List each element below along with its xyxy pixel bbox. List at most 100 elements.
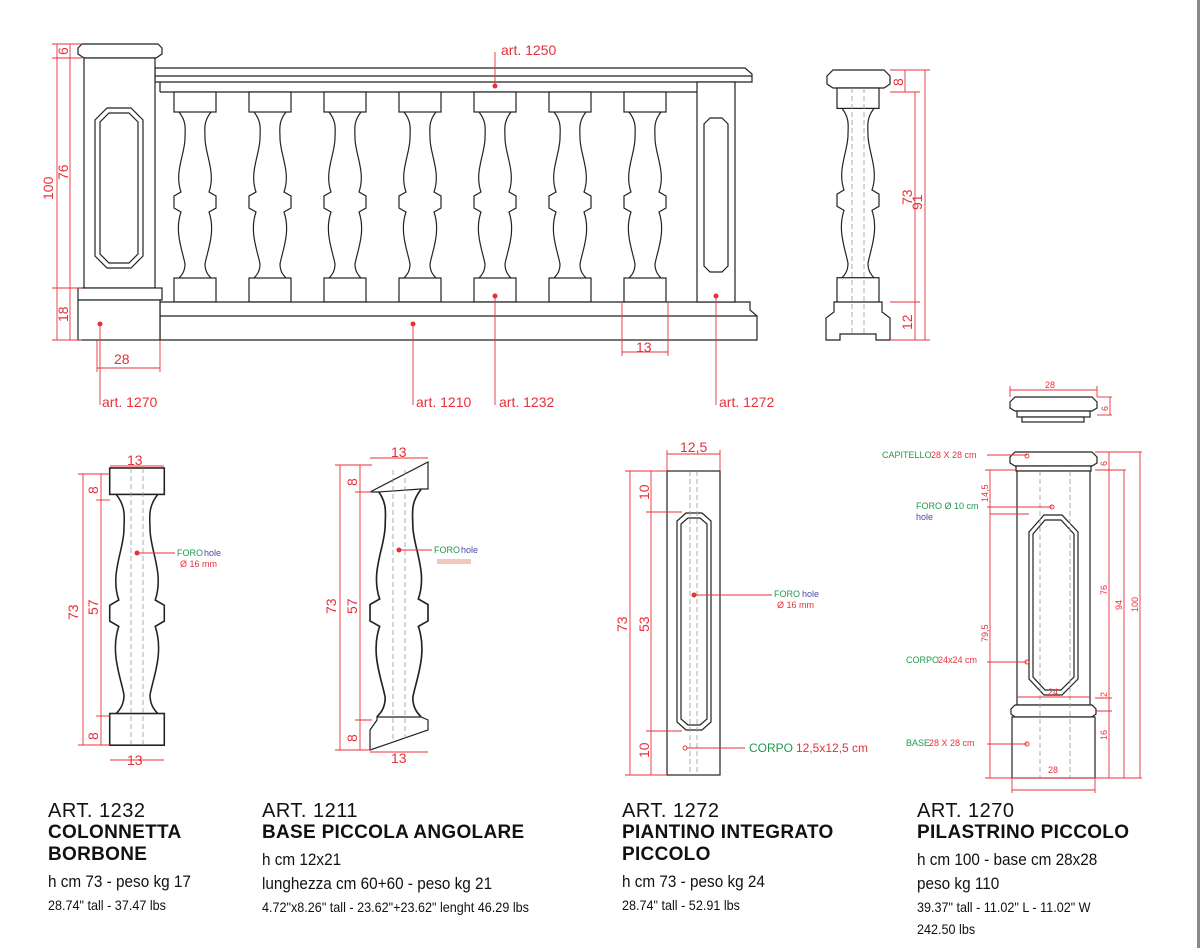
hole-label: hole — [204, 548, 221, 558]
dim-cap-height: 6 — [1100, 406, 1110, 411]
capitello-size: 28 X 28 cm — [931, 450, 977, 460]
hole-label: hole — [802, 589, 819, 599]
top-rail — [154, 67, 753, 83]
dim-top-width: 13 — [391, 444, 407, 460]
foro-label: FORO — [177, 548, 203, 558]
dim-base: 18 — [55, 306, 71, 322]
product-art: ART. 1270 — [917, 800, 1015, 822]
product-art: ART. 1232 — [48, 800, 146, 822]
corpo-size: 24x24 cm — [938, 655, 977, 665]
dim-top: 10 — [636, 484, 652, 500]
dim-bottom: 8 — [85, 732, 101, 740]
label-art-1210: art. 1210 — [416, 394, 471, 410]
detail-1232: 13 8 73 57 8 13 FORO hole Ø 16 mm — [65, 452, 221, 768]
side-dim-total: 91 — [909, 194, 925, 210]
dim-total: 73 — [323, 598, 339, 614]
side-dim-body: 73 — [899, 189, 915, 205]
side-dim-cap: 8 — [890, 78, 906, 86]
product-spec: h cm 73 - peso kg 24 — [622, 872, 765, 891]
label-art-1270: art. 1270 — [102, 394, 157, 410]
side-view: 8 73 91 12 — [825, 69, 930, 341]
dim-width: 28 — [114, 351, 130, 367]
product-imperial: 28.74" tall - 37.47 lbs — [48, 897, 166, 913]
dim-total: 100 — [1130, 597, 1140, 612]
product-1272: ART. 1272 PIANTINO INTEGRATO PICCOLO h c… — [622, 800, 834, 916]
dim-middle: 53 — [636, 616, 652, 632]
product-1270: ART. 1270 PILASTRINO PICCOLO h cm 100 - … — [917, 800, 1129, 940]
dim-foro-offset: 14,5 — [980, 484, 990, 502]
detail-1211: 13 8 73 57 8 13 FORO hole — [323, 444, 478, 766]
dim-body: 76 — [1099, 585, 1109, 595]
balusters — [174, 92, 666, 302]
product-title: PILASTRINO PICCOLO — [917, 822, 1130, 843]
foro-label: FORO Ø 10 cm — [916, 501, 979, 511]
hole-diameter: Ø 16 mm — [777, 600, 814, 610]
base-label: BASE — [906, 738, 930, 748]
product-spec: peso kg 110 — [917, 874, 1000, 893]
product-imperial-weight: 242.50 lbs — [917, 921, 976, 937]
dim-base-width: 28 — [1048, 765, 1058, 775]
dim-total: 73 — [65, 604, 81, 620]
hole-label: hole — [461, 545, 478, 555]
foro-label: FORO — [774, 589, 800, 599]
dim-bottom-width: 13 — [391, 750, 407, 766]
label-art-1250: art. 1250 — [501, 42, 556, 58]
capitello-label: CAPITELLO — [882, 450, 932, 460]
hole-label: hole — [916, 512, 933, 522]
dim-bottom: 8 — [344, 734, 360, 742]
detail-1270: 28 6 6 14,5 76 94 100 79,5 24 2 16 28 CA… — [882, 380, 1142, 793]
product-1232: ART. 1232 COLONNETTA BORBONE h cm 73 - p… — [48, 800, 207, 916]
pillar-1270 — [77, 43, 163, 341]
product-1211: ART. 1211 BASE PICCOLA ANGOLARE h cm 12x… — [262, 800, 559, 918]
dim-shaft: 76 — [55, 164, 71, 180]
dim-lower: 79,5 — [980, 624, 990, 642]
product-imperial: 4.72"x8.26" tall - 23.62"+23.62" lenght … — [262, 899, 529, 915]
corpo-label: CORPO — [749, 741, 793, 755]
corpo-size: 12,5x12,5 cm — [796, 741, 868, 755]
product-title: PIANTINO INTEGRATO — [622, 822, 834, 843]
dim-cap-width: 28 — [1045, 380, 1055, 390]
dim-width: 12,5 — [680, 439, 707, 455]
product-spec-height: h cm 12x21 — [262, 850, 342, 869]
label-art-1232: art. 1232 — [499, 394, 554, 410]
product-imperial: 39.37" tall - 11.02" L - 11.02" W — [917, 899, 1091, 915]
page-edge — [1197, 0, 1200, 948]
dim-bottom-width: 13 — [127, 752, 143, 768]
corpo-label: CORPO — [906, 655, 939, 665]
balustrade-elevation: art. 1250 art. 1270 art. 1210 art. 1232 … — [40, 42, 774, 410]
product-title-line2: PICCOLO — [622, 844, 711, 865]
base-size: 28 X 28 cm — [929, 738, 975, 748]
label-art-1272: art. 1272 — [719, 394, 774, 410]
product-imperial: 28.74" tall - 52.91 lbs — [622, 897, 740, 913]
dim-middle: 57 — [85, 599, 101, 615]
product-spec: lunghezza cm 60+60 - peso kg 21 — [262, 874, 493, 893]
product-title: BASE PICCOLA ANGOLARE — [262, 822, 525, 843]
dim-total: 100 — [40, 176, 56, 200]
dim-gap: 2 — [1099, 692, 1109, 697]
hole-diameter: Ø 16 mm — [180, 559, 217, 569]
product-spec: h cm 73 - peso kg 17 — [48, 872, 191, 891]
product-spec-height: h cm 100 - base cm 28x28 — [917, 850, 1098, 869]
dim-middle: 57 — [344, 598, 360, 614]
side-dim-base: 12 — [899, 314, 915, 330]
dim-94: 94 — [1114, 600, 1124, 610]
dim-body-width: 24 — [1048, 687, 1058, 697]
blurred-text — [437, 559, 471, 564]
dim-top: 8 — [85, 486, 101, 494]
product-title-line2: BORBONE — [48, 844, 148, 865]
dim-total: 73 — [614, 616, 630, 632]
product-title: COLONNETTA — [48, 822, 182, 843]
dim-top: 8 — [344, 478, 360, 486]
detail-1272: 12,5 10 73 53 10 FORO hole Ø 16 mm CORPO… — [614, 439, 868, 776]
end-post-1272 — [696, 81, 736, 303]
dim-bottom: 10 — [636, 742, 652, 758]
dim-cap: 6 — [55, 47, 71, 55]
product-art: ART. 1211 — [262, 800, 359, 822]
dim-top: 6 — [1099, 461, 1109, 466]
dim-top-width: 13 — [127, 452, 143, 468]
product-art: ART. 1272 — [622, 800, 720, 822]
base-rail — [159, 301, 758, 341]
dim-spacing: 13 — [636, 339, 652, 355]
